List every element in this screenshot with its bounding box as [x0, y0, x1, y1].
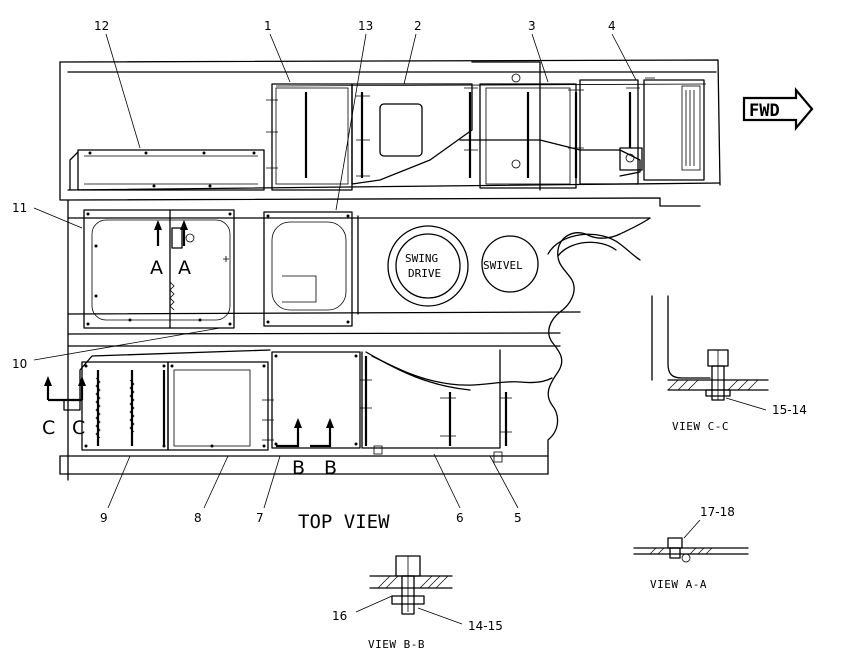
section-marker-b-left: B — [292, 457, 305, 479]
section-marker-a-left: A — [150, 257, 163, 279]
view-c-c-label: VIEW C-C — [672, 420, 729, 433]
callout-6: 6 — [456, 511, 464, 525]
callout-15-14: 15-14 — [772, 403, 807, 417]
view-c-c-detail: 15-14 VIEW C-C — [651, 295, 807, 433]
bottom-panels: B B C C — [42, 349, 553, 479]
view-b-b-detail: 16 14-15 VIEW B-B — [332, 555, 503, 651]
callout-13: 13 — [358, 19, 373, 33]
swing-drive-label-line1: SWING — [405, 252, 438, 265]
section-marker-c-left: C — [42, 417, 55, 439]
leader-lines — [33, 33, 637, 509]
callout-5: 5 — [514, 511, 522, 525]
section-marker-c-right: C — [72, 417, 85, 439]
section-marker-a-right: A — [178, 257, 191, 279]
fwd-label: FWD — [749, 101, 780, 121]
callout-4: 4 — [608, 19, 616, 33]
callout-16: 16 — [332, 609, 347, 623]
callout-14-15: 14-15 — [468, 619, 503, 633]
view-a-a-detail: 17-18 VIEW A-A — [633, 505, 749, 591]
callout-3: 3 — [528, 19, 536, 33]
swing-drive-label-line2: DRIVE — [408, 267, 441, 280]
callout-2: 2 — [414, 19, 422, 33]
top-view-label: TOP VIEW — [298, 511, 390, 533]
swivel-label: SWIVEL — [483, 259, 523, 272]
view-b-b-label: VIEW B-B — [368, 638, 425, 651]
callout-11: 11 — [12, 201, 27, 215]
top-rail-assembly — [69, 61, 707, 191]
view-a-a-label: VIEW A-A — [650, 578, 707, 591]
middle-panels: A A SWING DRIVE SWIVEL — [83, 209, 641, 329]
callout-17-18: 17-18 — [700, 505, 735, 519]
callout-8: 8 — [194, 511, 202, 525]
callout-1: 1 — [264, 19, 272, 33]
callout-numbers: 12 1 13 2 3 4 11 10 9 8 7 6 5 — [12, 19, 616, 525]
upper-frame-outline — [59, 59, 721, 481]
callout-9: 9 — [100, 511, 108, 525]
section-marker-b-right: B — [324, 457, 337, 479]
callout-12: 12 — [94, 19, 109, 33]
forward-arrow: FWD — [742, 86, 814, 132]
callout-10: 10 — [12, 357, 27, 371]
callout-7: 7 — [256, 511, 264, 525]
